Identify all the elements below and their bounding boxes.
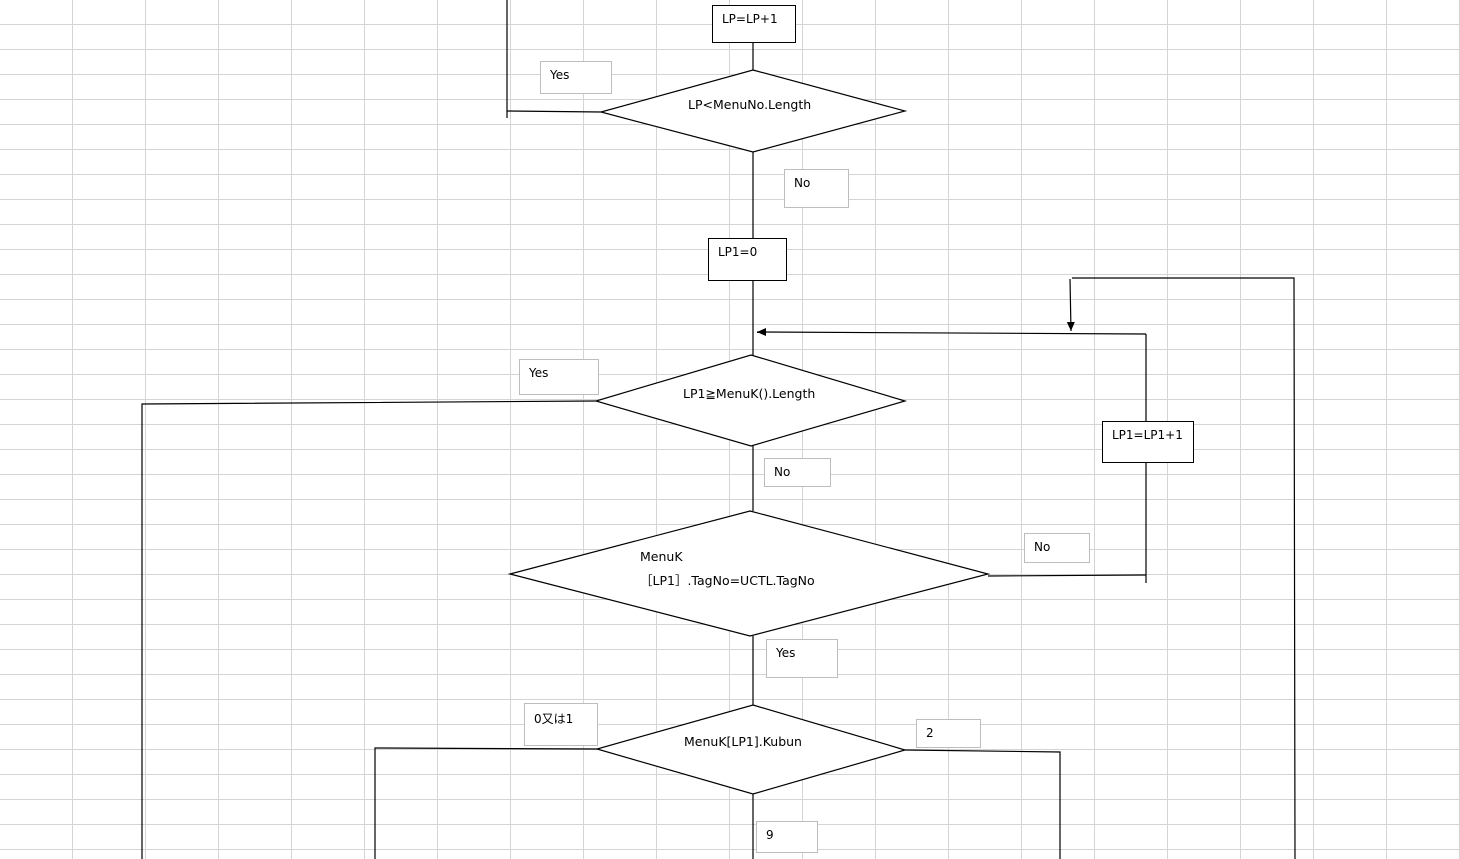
return-arrow (1066, 278, 1075, 332)
kubun-left-label: 0又は1 (524, 703, 598, 746)
connector (506, 0, 602, 113)
lp1-increment-box: LP1=LP1+1 (1102, 421, 1194, 463)
lp-increment-box: LP=LP+1 (712, 5, 796, 43)
loop-arrow (756, 328, 1147, 337)
connector (1072, 277, 1296, 859)
lp1-increment-label: LP1=LP1+1 (1112, 428, 1183, 442)
lp-decision-text: LP<MenuNo.Length (688, 97, 812, 112)
tag-decision-diamond (507, 510, 991, 637)
tag-decision-text-line2: ［LP1］.TagNo=UCTL.TagNo (640, 573, 815, 588)
lp-increment-label: LP=LP+1 (722, 12, 778, 26)
lp1-decision-text: LP1≧MenuK().Length (683, 386, 816, 401)
lp-decision-diamond (598, 69, 908, 153)
connector (904, 749, 1061, 859)
connector (987, 574, 1147, 577)
tag-decision-text-line1: MenuK (640, 549, 683, 564)
connector (141, 400, 597, 859)
kubun-down-label: 9 (756, 821, 818, 853)
lp1-decision-diamond (593, 354, 908, 447)
lp1-init-box: LP1=0 (708, 238, 787, 281)
tag-yes-label: Yes (766, 639, 838, 678)
kubun-right-label: 2 (916, 719, 981, 748)
lp-no-label: No (784, 169, 849, 208)
lp1-init-label: LP1=0 (718, 245, 758, 259)
connector (374, 747, 598, 859)
lp-yes-label: Yes (540, 61, 612, 94)
kubun-decision-text: MenuK[LP1].Kubun (684, 734, 802, 749)
lp1-no-label: No (764, 458, 831, 487)
tag-no-label: No (1024, 533, 1090, 563)
kubun-decision-diamond (594, 704, 908, 795)
lp1-yes-label: Yes (519, 359, 599, 395)
